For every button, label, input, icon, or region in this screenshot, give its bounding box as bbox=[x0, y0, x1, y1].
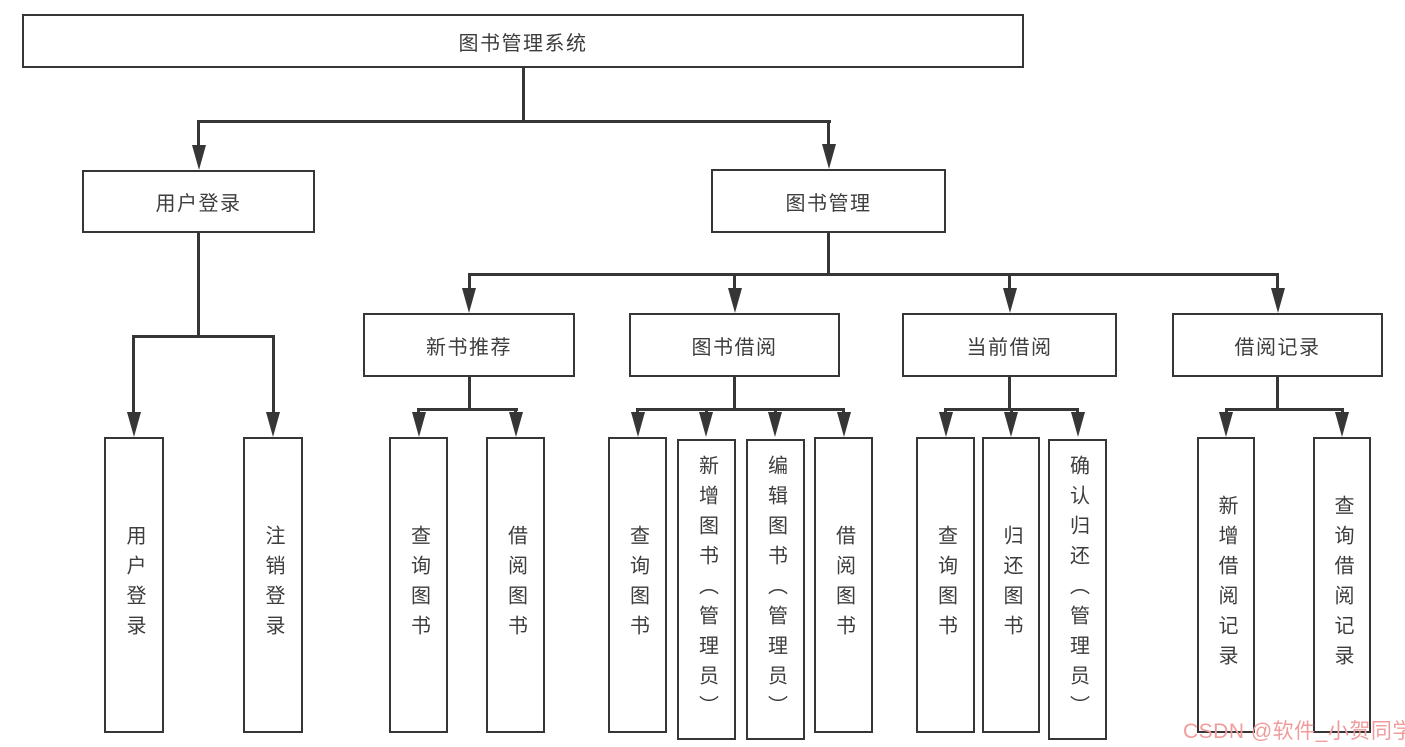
connector-line bbox=[842, 408, 845, 414]
connector-line bbox=[1008, 273, 1011, 290]
arrowhead-down-icon bbox=[1004, 412, 1018, 437]
arrowhead-down-icon bbox=[191, 145, 206, 170]
connector-line bbox=[733, 273, 736, 290]
arrowhead-down-icon bbox=[938, 412, 953, 437]
leaf-borrow-books-recommend: 借阅图书 bbox=[486, 437, 545, 733]
connector-line bbox=[197, 233, 200, 337]
arrowhead-down-icon bbox=[1219, 412, 1233, 437]
leaf-label: 借阅图书 bbox=[832, 525, 855, 645]
arrowhead-down-icon bbox=[1002, 288, 1017, 313]
arrowhead-down-icon bbox=[630, 412, 645, 437]
connector-line bbox=[514, 408, 517, 414]
leaf-user-login: 用户登录 bbox=[104, 437, 164, 733]
leaf-borrow-books-borrowing: 借阅图书 bbox=[814, 437, 873, 733]
leaf-logout: 注销登录 bbox=[243, 437, 303, 733]
connector-line bbox=[132, 335, 135, 414]
connector-line bbox=[1276, 273, 1279, 290]
leaf-query-borrow-record: 查询借阅记录 bbox=[1313, 437, 1371, 733]
connector-line bbox=[827, 120, 830, 146]
connector-line bbox=[1224, 408, 1344, 411]
leaf-label: 查询借阅记录 bbox=[1331, 495, 1353, 675]
leaf-confirm-return-admin: 确认归还（管理员） bbox=[1048, 439, 1107, 740]
arrowhead-down-icon bbox=[768, 412, 782, 437]
connector-line bbox=[197, 120, 200, 147]
node-borrowing-records: 借阅记录 bbox=[1172, 313, 1383, 377]
connector-line bbox=[467, 273, 1279, 276]
arrowhead-down-icon bbox=[1070, 412, 1085, 437]
node-library-management-system: 图书管理系统 bbox=[22, 14, 1024, 68]
node-current-borrowing: 当前借阅 bbox=[902, 313, 1117, 377]
leaf-query-books-current: 查询图书 bbox=[916, 437, 975, 733]
arrowhead-down-icon bbox=[126, 412, 141, 437]
connector-line bbox=[1076, 408, 1079, 414]
node-label: 当前借阅 bbox=[966, 336, 1053, 359]
connector-line bbox=[417, 408, 420, 414]
connector-line bbox=[1224, 408, 1228, 414]
leaf-label: 确认归还（管理员） bbox=[1066, 454, 1089, 725]
node-label: 新书推荐 bbox=[426, 336, 512, 359]
arrowhead-down-icon bbox=[1270, 288, 1285, 313]
connector-line bbox=[1009, 408, 1013, 414]
leaf-query-books-recommend: 查询图书 bbox=[389, 437, 448, 733]
watermark: CSDN @软件_小贺同学 bbox=[1183, 720, 1405, 743]
arrowhead-down-icon bbox=[821, 144, 836, 169]
node-label: 借阅记录 bbox=[1234, 336, 1321, 359]
leaf-query-books-borrowing: 查询图书 bbox=[608, 437, 667, 733]
connector-line bbox=[521, 68, 525, 123]
leaf-label: 归还图书 bbox=[1000, 525, 1022, 645]
leaf-label: 查询图书 bbox=[626, 525, 649, 645]
arrowhead-down-icon bbox=[727, 288, 742, 313]
connector-line bbox=[132, 335, 275, 338]
arrowhead-down-icon bbox=[411, 412, 426, 437]
connector-line bbox=[271, 335, 275, 414]
leaf-edit-book-admin: 编辑图书（管理员） bbox=[746, 439, 805, 740]
node-new-book-recommend: 新书推荐 bbox=[363, 313, 575, 377]
leaf-label: 编辑图书（管理员） bbox=[764, 454, 787, 725]
arrowhead-down-icon bbox=[266, 412, 280, 437]
leaf-label: 查询图书 bbox=[407, 525, 430, 645]
connector-line bbox=[944, 408, 947, 414]
arrowhead-down-icon bbox=[699, 412, 713, 437]
leaf-add-book-admin: 新增图书（管理员） bbox=[677, 439, 736, 740]
node-label: 图书管理系统 bbox=[458, 32, 588, 55]
node-label: 图书借阅 bbox=[691, 336, 778, 359]
arrowhead-down-icon bbox=[836, 412, 851, 437]
connector-line bbox=[733, 377, 736, 410]
arrowhead-down-icon bbox=[1335, 412, 1349, 437]
leaf-return-book: 归还图书 bbox=[982, 437, 1040, 733]
leaf-label: 新增借阅记录 bbox=[1215, 495, 1237, 675]
connector-line bbox=[467, 377, 471, 410]
connector-line bbox=[636, 408, 845, 411]
leaf-label: 用户登录 bbox=[123, 525, 145, 645]
connector-line bbox=[1340, 408, 1344, 414]
node-book-borrowing: 图书借阅 bbox=[629, 313, 840, 377]
node-label: 图书管理 bbox=[785, 192, 872, 215]
connector-line bbox=[417, 408, 518, 411]
connector-line bbox=[636, 408, 639, 414]
leaf-label: 新增图书（管理员） bbox=[695, 454, 718, 725]
connector-line bbox=[773, 408, 777, 414]
connector-line bbox=[467, 273, 471, 290]
leaf-label: 借阅图书 bbox=[504, 525, 527, 645]
connector-line bbox=[196, 120, 831, 123]
arrowhead-down-icon bbox=[462, 288, 476, 313]
connector-line bbox=[827, 233, 830, 275]
node-user-login: 用户登录 bbox=[82, 170, 315, 233]
leaf-label: 注销登录 bbox=[262, 525, 284, 645]
leaf-label: 查询图书 bbox=[934, 525, 957, 645]
connector-line bbox=[1276, 377, 1279, 410]
connector-line bbox=[704, 408, 708, 414]
leaf-add-borrow-record: 新增借阅记录 bbox=[1197, 437, 1255, 733]
node-book-management: 图书管理 bbox=[711, 169, 946, 233]
connector-line bbox=[1008, 377, 1011, 410]
node-label: 用户登录 bbox=[155, 193, 242, 215]
arrowhead-down-icon bbox=[508, 412, 523, 437]
